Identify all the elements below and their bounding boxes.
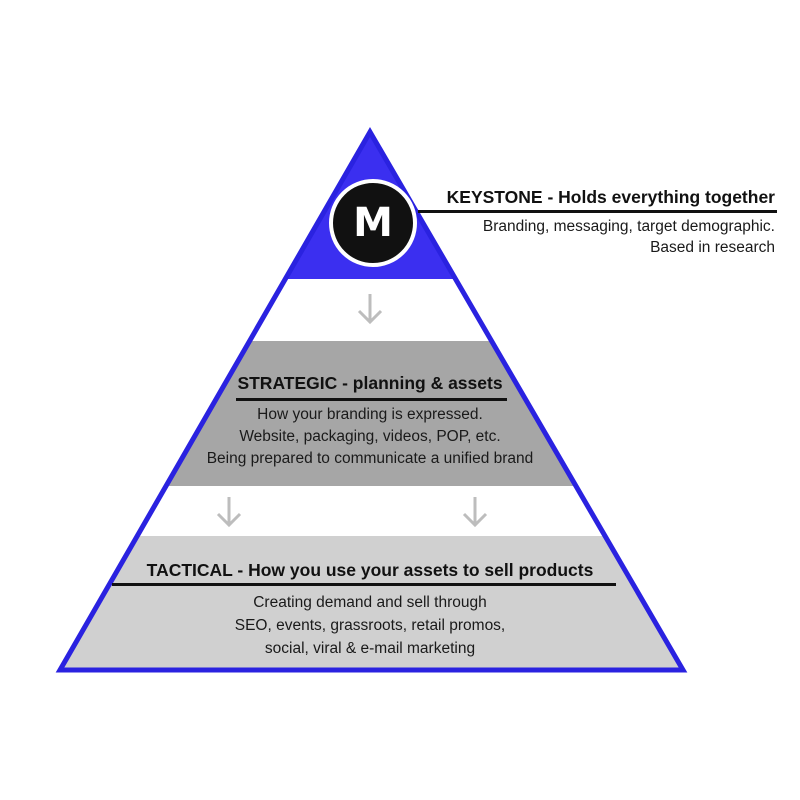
gap-band-lower bbox=[60, 486, 683, 536]
tactical-line-3: social, viral & e-mail marketing bbox=[264, 640, 476, 657]
down-arrow-icon bbox=[357, 294, 383, 325]
badge-letter: M bbox=[353, 200, 393, 246]
keystone-rule bbox=[418, 210, 777, 213]
down-arrow-icon bbox=[216, 497, 242, 528]
tactical-line-2: SEO, events, grassroots, retail promos, bbox=[234, 617, 506, 634]
keystone-heading: KEYSTONE - Holds everything together bbox=[446, 187, 775, 207]
keystone-line-2: Based in research bbox=[650, 239, 775, 256]
strategic-line-2: Website, packaging, videos, POP, etc. bbox=[239, 428, 501, 445]
strategic-heading: STRATEGIC - planning & assets bbox=[237, 373, 503, 393]
keystone-badge bbox=[329, 179, 417, 267]
strategic-line-1: How your branding is expressed. bbox=[257, 406, 483, 423]
strategic-rule bbox=[236, 398, 507, 401]
tactical-band bbox=[60, 536, 683, 670]
strategic-line-3: Being prepared to communicate a unified … bbox=[206, 450, 534, 467]
keystone-line-1: Branding, messaging, target demographic. bbox=[482, 218, 775, 235]
gap-band-upper bbox=[60, 279, 683, 341]
pyramid-outline bbox=[55, 127, 688, 673]
tactical-heading: TACTICAL - How you use your assets to se… bbox=[146, 560, 594, 580]
tactical-rule bbox=[112, 583, 616, 586]
tactical-line-1: Creating demand and sell through bbox=[253, 594, 487, 611]
down-arrow-icon bbox=[462, 497, 488, 528]
